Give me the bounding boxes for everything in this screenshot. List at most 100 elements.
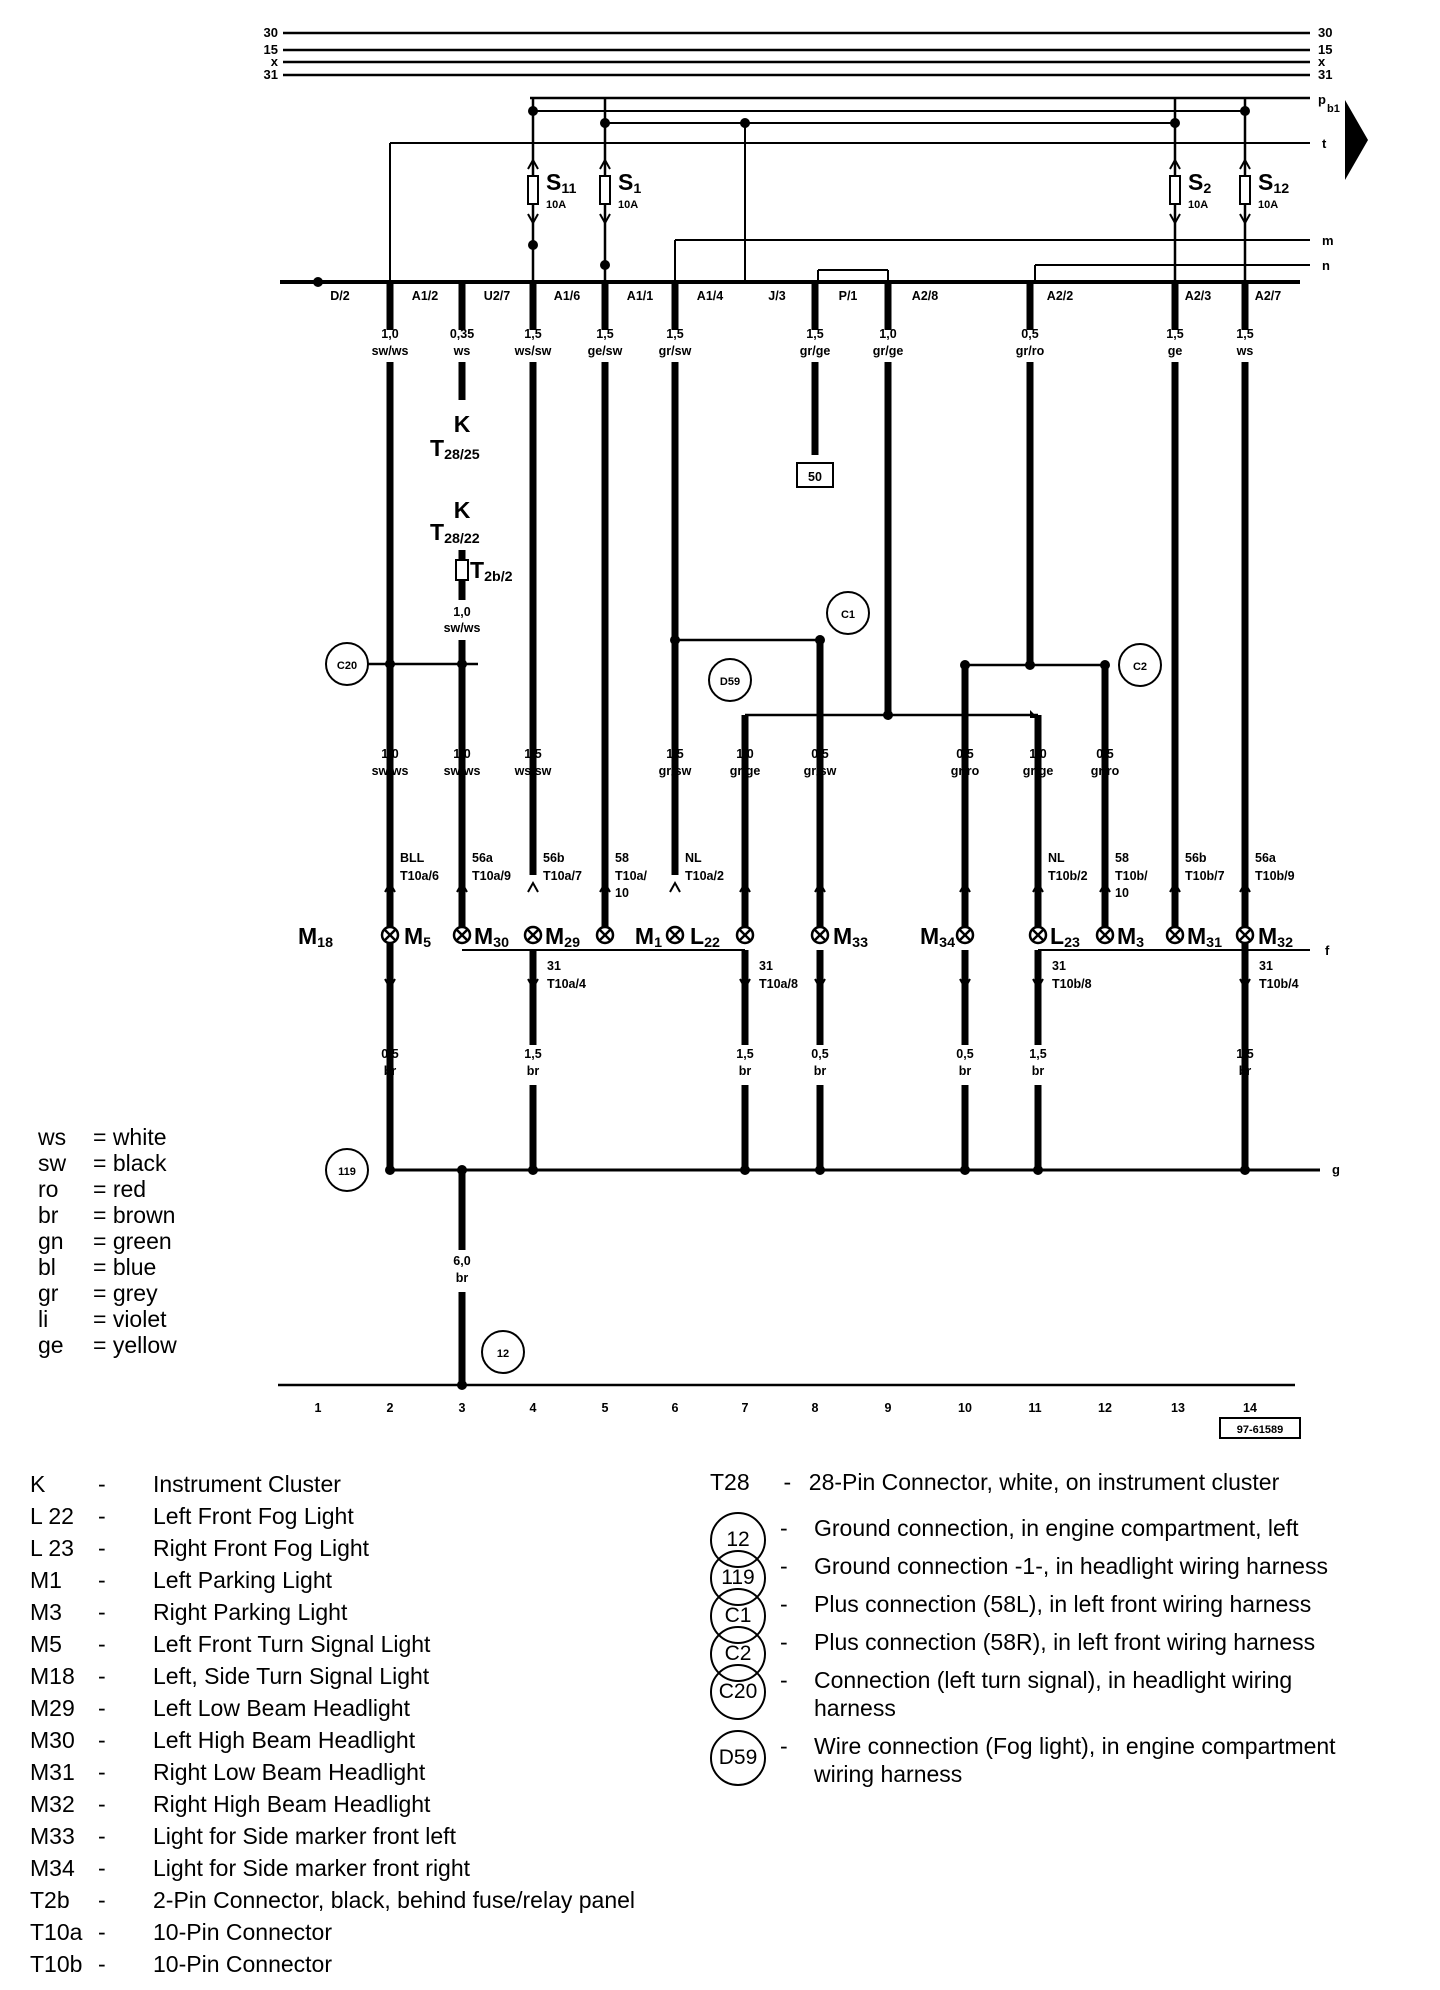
pin-b-0: T10a/6 <box>400 869 439 883</box>
component-code: M34 <box>30 1855 75 1881</box>
legend-dash: - <box>98 1503 106 1529</box>
legend-dash: - <box>98 1567 106 1593</box>
ground-pin-b-3: T10b/4 <box>1259 977 1299 991</box>
lamp-label-5: L22 <box>690 923 720 951</box>
pin-b-5: T10b/2 <box>1048 869 1088 883</box>
column-number-5: 5 <box>602 1401 609 1415</box>
pin-b-3: T10a/ <box>615 869 647 883</box>
connection-row: C2-Plus connection (58R), in left front … <box>710 1626 1374 1682</box>
ground-pin-a-0: 31 <box>547 959 561 973</box>
mid-wire-color-2: ws/sw <box>514 764 552 778</box>
instr-k1: K <box>454 411 471 437</box>
pin-arrow-3 <box>599 880 611 893</box>
connection-desc: Connection (left turn signal), in headli… <box>814 1667 1293 1721</box>
circle-119-label: 119 <box>338 1166 356 1178</box>
color-code: ro <box>38 1176 59 1202</box>
upper-wire-size-8: 1,5 <box>1166 327 1183 341</box>
color-legend-row: ro= red <box>38 1176 177 1202</box>
component-desc: Right Parking Light <box>153 1599 348 1625</box>
ground-pin-a-3: 31 <box>1259 959 1273 973</box>
component-code: M30 <box>30 1727 75 1753</box>
upper-wire-color-0: sw/ws <box>372 344 409 358</box>
panel-terminal-7: P/1 <box>839 289 858 303</box>
fuse-label-s2: S2 <box>1188 169 1211 197</box>
label-g: g <box>1332 1162 1340 1177</box>
component-row: T2b-2-Pin Connector, black, behind fuse/… <box>30 1884 635 1916</box>
fuse-arrow-bot-s11 <box>527 213 539 226</box>
circle-119 <box>325 1148 369 1192</box>
connection-desc: Wire connection (Fog light), in engine c… <box>814 1733 1336 1787</box>
ground-pin-a-2: 31 <box>1052 959 1066 973</box>
fuse-arrow-top-s12 <box>1239 157 1251 170</box>
component-row: M30-Left High Beam Headlight <box>30 1724 635 1756</box>
pin-b-6: T10b/ <box>1115 869 1148 883</box>
node-c2-mid <box>1025 660 1035 670</box>
legend-dash: - <box>98 1535 106 1561</box>
legend-dash: - <box>98 1727 106 1753</box>
t28-desc: 28-Pin Connector, white, on instrument c… <box>808 1469 1280 1495</box>
fuse-s2 <box>1169 175 1181 205</box>
fuse-label-s12: S12 <box>1258 169 1289 197</box>
lamp-label-7: M34 <box>920 923 955 951</box>
legend-dash: - <box>98 1919 106 1945</box>
upper-wire-size-5: 1,5 <box>806 327 823 341</box>
pin-a-0: BLL <box>400 851 425 865</box>
lower-wire-size-6: 1,5 <box>1236 1047 1253 1061</box>
connection-row: D59-Wire connection (Fog light), in engi… <box>710 1730 1374 1788</box>
junction-marker <box>1030 710 1038 718</box>
color-name: = blue <box>93 1254 157 1280</box>
lower-wire-size-2: 1,5 <box>736 1047 753 1061</box>
lamp-5-cross <box>738 928 752 942</box>
instr-t28-22: T28/22 <box>430 519 480 547</box>
color-name: = green <box>93 1228 172 1254</box>
pin-a-1: 56a <box>472 851 494 865</box>
fuse-arrow-top-s11 <box>527 157 539 170</box>
label-t: t <box>1322 136 1327 151</box>
ground-node-6 <box>1033 1165 1043 1175</box>
lamp-2-cross <box>526 928 540 942</box>
bus-label-left-3: 31 <box>264 67 278 82</box>
ground-node-0 <box>385 1165 395 1175</box>
component-row: M32-Right High Beam Headlight <box>30 1788 635 1820</box>
column-number-14: 14 <box>1243 1401 1257 1415</box>
component-desc: Instrument Cluster <box>153 1471 341 1497</box>
connection-circle: C20 <box>710 1664 766 1720</box>
fuse-rating-s12: 10A <box>1258 199 1278 211</box>
pin-a-8: 56a <box>1255 851 1277 865</box>
component-desc: Right High Beam Headlight <box>153 1791 431 1817</box>
component-code: M3 <box>30 1599 62 1625</box>
connection-desc: Plus connection (58R), in left front wir… <box>814 1629 1316 1655</box>
continuation-arrow <box>1345 100 1368 180</box>
mid-wire-color-5: gr/sw <box>804 764 837 778</box>
legend-dash: - <box>780 1515 788 1541</box>
label-b1: b1 <box>1327 103 1340 115</box>
color-code: sw <box>38 1150 67 1176</box>
pin-arrow-d59 <box>739 880 751 893</box>
lamp-8-cross <box>1031 928 1045 942</box>
pin-arrow-4 <box>669 880 681 893</box>
color-legend-row: sw= black <box>38 1150 177 1176</box>
t28-code: T28 <box>710 1469 750 1495</box>
legend-dash: - <box>98 1759 106 1785</box>
mid-wire-color-0: sw/ws <box>372 764 409 778</box>
pin-arrow-8 <box>1239 880 1251 893</box>
lower-wire-color-4: br <box>959 1064 972 1078</box>
component-row: M29-Left Low Beam Headlight <box>30 1692 635 1724</box>
panel-terminal-10: A2/3 <box>1185 289 1211 303</box>
fuse-arrow-bot-s1 <box>599 213 611 226</box>
component-code: M33 <box>30 1823 75 1849</box>
lamp-label-6: M33 <box>833 923 868 951</box>
color-legend-row: ge= yellow <box>38 1332 177 1358</box>
lamp-6-cross <box>813 928 827 942</box>
panel-terminal-3: A1/6 <box>554 289 580 303</box>
column-number-3: 3 <box>459 1401 466 1415</box>
pin-arrow-1 <box>456 880 468 893</box>
component-code: M32 <box>30 1791 75 1817</box>
fuse-s11 <box>527 175 539 205</box>
pin-b-8: T10b/9 <box>1255 869 1295 883</box>
ground-pin-b-2: T10b/8 <box>1052 977 1092 991</box>
ground-node-5 <box>960 1165 970 1175</box>
upper-wire-size-6: 1,0 <box>879 327 896 341</box>
lamp-11-cross <box>1238 928 1252 942</box>
color-name: = white <box>93 1124 167 1150</box>
